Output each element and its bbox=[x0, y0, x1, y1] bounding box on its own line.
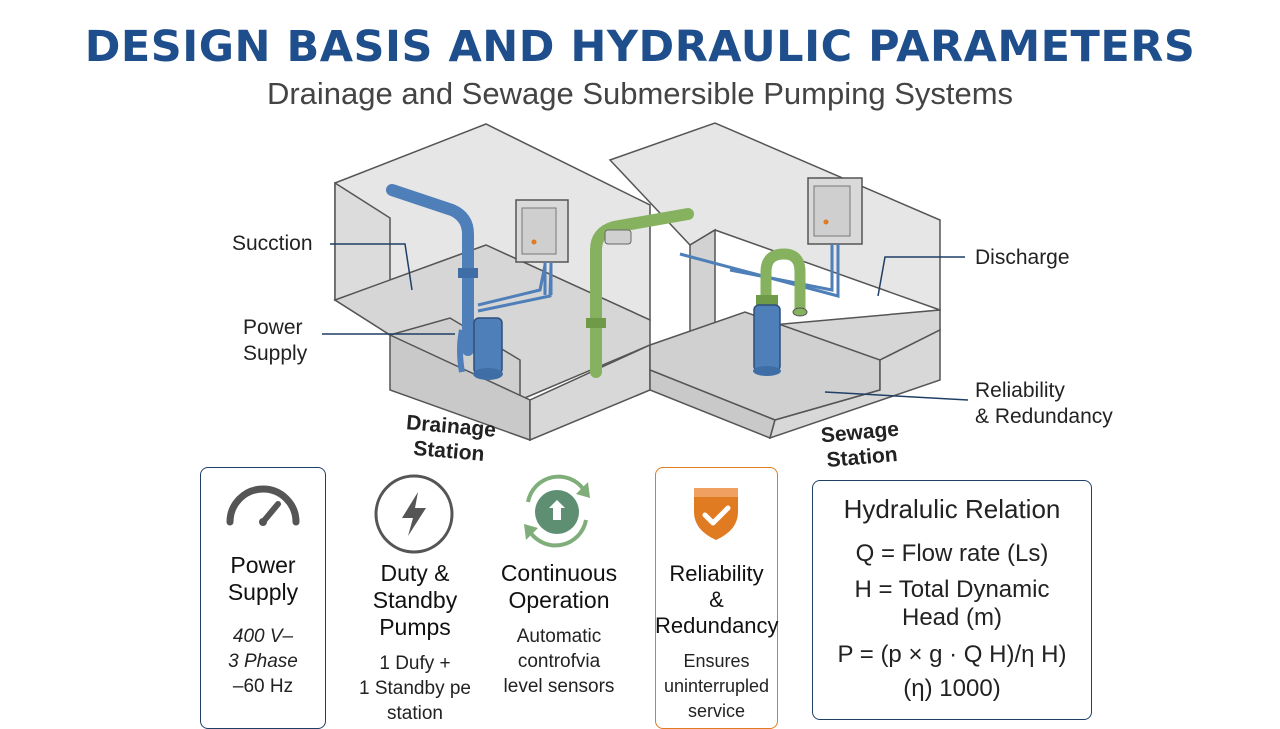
discharge-label: Discharge bbox=[975, 246, 1070, 269]
duty-standby-text: Duty & Standby Pumps 1 Dufy + 1 Standby … bbox=[340, 560, 490, 726]
duty-standby-title-line2: Standby bbox=[372, 587, 458, 613]
reliability-card-body-line1: Ensures bbox=[683, 651, 750, 671]
duty-standby-body-line3: station bbox=[387, 703, 443, 724]
sucction-label: Sucction bbox=[232, 232, 313, 255]
power-supply-card-text: Power Supply 400 V– 3 Phase –60 Hz bbox=[200, 552, 326, 699]
sewage-control-box bbox=[679, 177, 863, 298]
power-supply-label-line1: Power bbox=[243, 316, 303, 339]
reliability-card-body-line2: uninterrupled bbox=[663, 676, 770, 696]
duty-standby-title-line3: Pumps bbox=[379, 614, 451, 640]
cycle-icon bbox=[524, 474, 590, 548]
reliability-leader bbox=[824, 391, 969, 401]
hydraulic-q-line: Q = Flow rate (Ls) bbox=[855, 540, 1049, 567]
reliability-card-text: Reliability & Redundancy Ensures uninter… bbox=[655, 561, 779, 724]
reliability-card-body-line3: service bbox=[687, 701, 745, 721]
continuous-operation-body-line3: level sensors bbox=[503, 676, 615, 697]
drainage-pump-assembly bbox=[386, 184, 553, 380]
reliability-card-title-line2: & bbox=[709, 587, 724, 612]
duty-standby-title-line1: Duty & bbox=[380, 560, 450, 586]
power-supply-card-body: 400 V– 3 Phase –60 Hz bbox=[200, 624, 326, 699]
duty-standby-body: 1 Dufy + 1 Standby pe station bbox=[340, 651, 490, 726]
power-supply-card-body-line2: 3 Phase bbox=[228, 651, 298, 672]
pumping-station-diagram bbox=[322, 122, 969, 442]
reliability-card-title-line3: Redundancy bbox=[655, 613, 779, 638]
continuous-operation-title: Continuous Operation bbox=[488, 560, 630, 614]
continuous-operation-title-line1: Continuous bbox=[500, 560, 618, 586]
power-supply-card-title: Power Supply bbox=[200, 552, 326, 606]
power-supply-card-title-line2: Supply bbox=[227, 579, 299, 605]
continuous-operation-text: Continuous Operation Automatic controfvi… bbox=[488, 560, 630, 699]
page-subtitle: Drainage and Sewage Submersible Pumping … bbox=[266, 76, 1014, 111]
duty-standby-title: Duty & Standby Pumps bbox=[340, 560, 490, 641]
reliability-label-line1: Reliability bbox=[975, 379, 1065, 402]
power-supply-card bbox=[200, 467, 326, 729]
duty-standby-body-line2: 1 Standby pe bbox=[359, 678, 471, 699]
hydraulic-eta-line: (η) 1000) bbox=[903, 675, 1001, 702]
reliability-label: Reliability & Redundancy bbox=[975, 378, 1113, 430]
page-title: DESIGN BASIS AND HYDRAULIC PARAMETERS bbox=[84, 22, 1196, 72]
power-supply-card-body-line1: 400 V– bbox=[232, 626, 294, 647]
hydraulic-relation-card bbox=[812, 480, 1092, 720]
continuous-operation-body-line1: Automatic bbox=[516, 626, 602, 647]
drainage-structure bbox=[333, 123, 651, 442]
duty-standby-body-line1: 1 Dufy + bbox=[379, 653, 451, 674]
sewage-pump-assembly bbox=[753, 248, 808, 376]
hydraulic-head-line: Head (m) bbox=[901, 604, 1003, 631]
reliability-card-title-line1: Reliability bbox=[669, 561, 764, 586]
drainage-station-label: Drainage Station bbox=[393, 409, 507, 468]
discharge-leader bbox=[877, 256, 965, 297]
hydraulic-relation-title: Hydralulic Relation bbox=[843, 494, 1061, 524]
sewage-station-label: Sewage Station bbox=[804, 415, 918, 474]
reliability-card-title: Reliability & Redundancy bbox=[655, 561, 779, 639]
sewage-front-right bbox=[768, 328, 941, 440]
gauge-icon bbox=[226, 485, 300, 526]
reliability-card-body: Ensures uninterrupled service bbox=[655, 649, 778, 724]
continuous-operation-body-line2: controfvia bbox=[517, 651, 601, 672]
sucction-leader bbox=[330, 243, 413, 291]
hydraulic-p-line: P = (p × g · Q H)/η H) bbox=[837, 641, 1067, 668]
reliability-label-line2: & Redundancy bbox=[975, 405, 1113, 428]
continuous-operation-body: Automatic controfvia level sensors bbox=[488, 624, 630, 699]
power-supply-label: Power Supply bbox=[243, 315, 307, 367]
hydraulic-h-line: H = Total Dynamic bbox=[854, 576, 1050, 603]
lightning-icon bbox=[374, 474, 454, 554]
green-discharge-pipe bbox=[586, 208, 694, 378]
power-supply-card-body-line3: –60 Hz bbox=[232, 676, 294, 697]
shield-check-icon bbox=[694, 488, 738, 540]
continuous-operation-title-line2: Operation bbox=[508, 587, 610, 613]
drainage-control-box bbox=[515, 199, 569, 295]
power-supply-label-line2: Supply bbox=[243, 342, 308, 365]
power-supply-card-title-line1: Power bbox=[230, 552, 296, 578]
